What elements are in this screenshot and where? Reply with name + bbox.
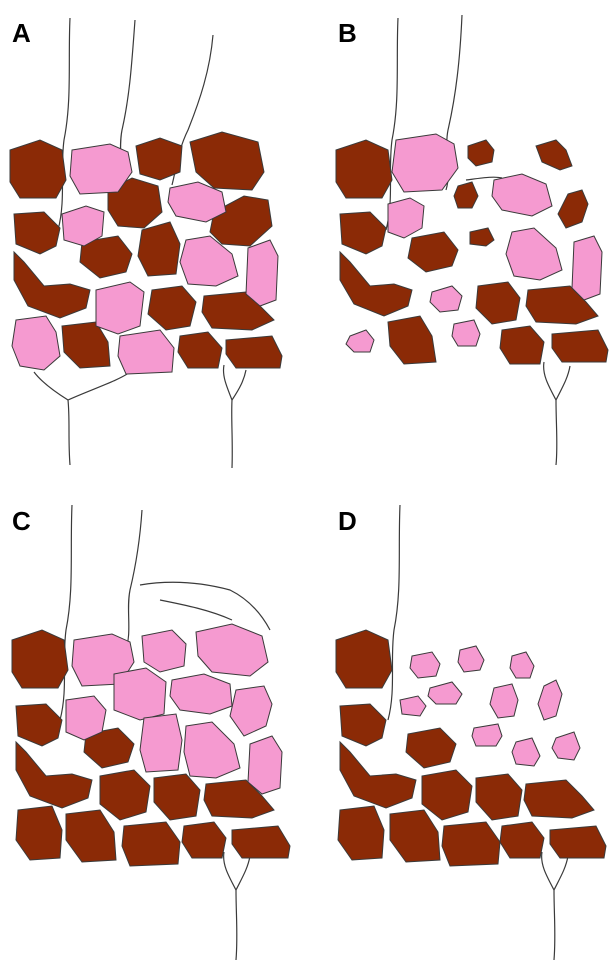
panel-b-label: B: [338, 18, 357, 48]
panel-a-cells: [10, 132, 282, 374]
panel-c-label: C: [12, 506, 31, 536]
panel-d-label: D: [338, 506, 357, 536]
panel-d-cells: [336, 630, 606, 866]
panel-d: D: [336, 505, 606, 960]
panel-b-cells: [336, 134, 608, 364]
panel-a: A: [10, 18, 282, 468]
panel-c: C: [12, 505, 290, 960]
panel-a-label: A: [12, 18, 31, 48]
panel-c-cells: [12, 624, 290, 866]
panel-b: B: [336, 15, 608, 465]
